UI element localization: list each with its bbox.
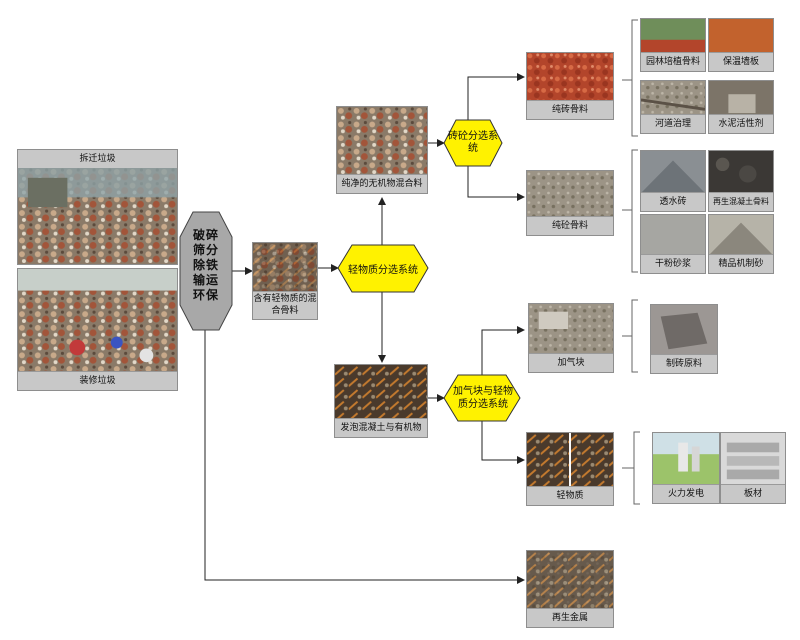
pure-concrete-photo <box>527 171 613 217</box>
thermal-power-photo <box>653 433 719 485</box>
brick-concrete-system-label: 砖砼分选系统 <box>448 131 498 154</box>
light-system-hexagon <box>337 244 429 293</box>
demolition-waste-card: 拆迁垃圾 <box>17 149 178 265</box>
recycled-metal-photo <box>527 551 613 609</box>
demolition-waste-label: 拆迁垃圾 <box>18 150 177 168</box>
pure-brick-photo <box>527 53 613 101</box>
app-permeable-label: 透水砖 <box>641 192 705 211</box>
aerated-block-photo <box>529 304 613 354</box>
app-brick-material-card: 制砖原料 <box>650 304 718 374</box>
app-river-label: 河道治理 <box>641 114 705 133</box>
app-thermal-power-label: 火力发电 <box>653 484 719 503</box>
app-insulation-card: 保温墙板 <box>708 18 774 72</box>
foam-organic-card: 发泡混凝土与有机物 <box>334 364 428 438</box>
app-garden-label: 园林培植骨料 <box>641 52 705 71</box>
pure-brick-card: 纯砖骨料 <box>526 52 614 120</box>
crusher-label: 破碎筛分除铁输运环保 <box>192 228 219 302</box>
machine-sand-photo <box>709 215 773 255</box>
app-cement-label: 水泥活性剂 <box>709 114 773 133</box>
aerated-block-label: 加气块 <box>529 353 613 372</box>
board-photo <box>721 433 785 485</box>
clean-inorganic-card: 纯净的无机物混合料 <box>336 106 428 194</box>
app-cement-card: 水泥活性剂 <box>708 80 774 134</box>
renovation-photo <box>18 269 177 372</box>
aerated-block-card: 加气块 <box>528 303 614 373</box>
app-brick-material-label: 制砖原料 <box>651 354 717 373</box>
renovation-waste-card: 装修垃圾 <box>17 268 178 391</box>
app-board-label: 板材 <box>721 484 785 503</box>
app-river-card: 河道治理 <box>640 80 706 134</box>
crusher-hexagon <box>179 211 233 331</box>
clean-inorganic-photo <box>337 107 427 175</box>
app-recycled-concrete-label: 再生混凝土骨料 <box>709 192 773 211</box>
aerated-system-label: 加气块与轻物质分选系统 <box>453 386 513 410</box>
permeable-photo <box>641 151 705 193</box>
brick-material-photo <box>651 305 717 355</box>
pure-concrete-card: 纯砼骨料 <box>526 170 614 236</box>
brick-concrete-system-hexagon <box>443 119 503 167</box>
app-machine-sand-card: 精品机制砂 <box>708 214 774 274</box>
mixed-aggregate-card: 含有轻物质的混合骨料 <box>252 242 318 320</box>
light-system-label: 轻物质分选系统 <box>348 265 418 276</box>
pure-concrete-label: 纯砼骨料 <box>527 216 613 235</box>
light-material-label: 轻物质 <box>527 486 613 505</box>
app-recycled-concrete-card: 再生混凝土骨料 <box>708 150 774 212</box>
dry-mortar-photo <box>641 215 705 255</box>
mixed-aggregate-photo <box>253 243 317 293</box>
recycled-concrete-photo <box>709 151 773 193</box>
river-photo <box>641 81 705 115</box>
clean-inorganic-label: 纯净的无机物混合料 <box>337 174 427 193</box>
app-garden-card: 园林培植骨料 <box>640 18 706 72</box>
app-thermal-power-card: 火力发电 <box>652 432 720 504</box>
recycled-metal-label: 再生金属 <box>527 608 613 627</box>
pure-brick-label: 纯砖骨料 <box>527 100 613 119</box>
app-insulation-label: 保温墙板 <box>709 52 773 71</box>
mixed-aggregate-label: 含有轻物质的混合骨料 <box>253 291 317 319</box>
app-permeable-card: 透水砖 <box>640 150 706 212</box>
demolition-photo <box>18 168 177 264</box>
aerated-system-hexagon <box>443 374 521 422</box>
garden-photo <box>641 19 705 53</box>
foam-organic-photo <box>335 365 427 419</box>
light-material-card: 轻物质 <box>526 432 614 506</box>
app-machine-sand-label: 精品机制砂 <box>709 254 773 273</box>
insulation-photo <box>709 19 773 53</box>
app-board-card: 板材 <box>720 432 786 504</box>
foam-organic-label: 发泡混凝土与有机物 <box>335 418 427 437</box>
light-material-photo <box>527 433 613 487</box>
app-dry-mortar-card: 干粉砂浆 <box>640 214 706 274</box>
cement-photo <box>709 81 773 115</box>
app-dry-mortar-label: 干粉砂浆 <box>641 254 705 273</box>
renovation-waste-label: 装修垃圾 <box>18 371 177 390</box>
recycled-metal-card: 再生金属 <box>526 550 614 628</box>
